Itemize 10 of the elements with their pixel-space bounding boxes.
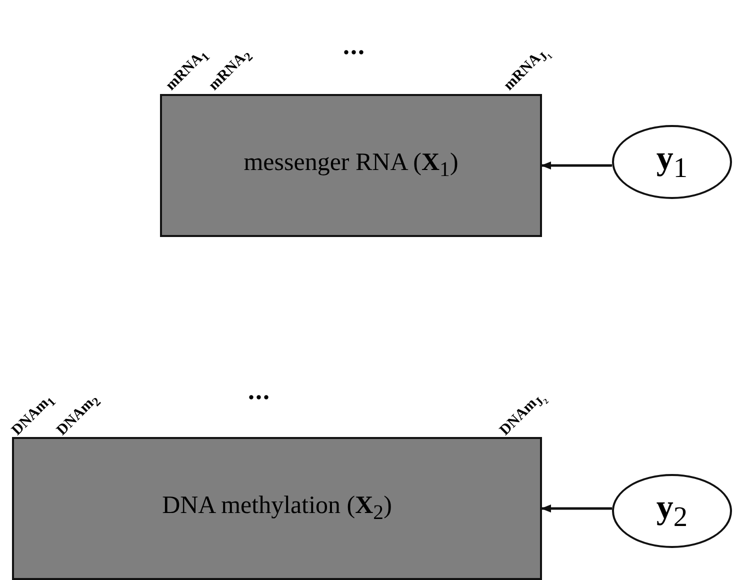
ellipsis-label: ...: [248, 378, 270, 404]
node-label: messenger RNA (X$_{1}$): [244, 149, 458, 182]
arrow: [541, 162, 612, 170]
arrow: [541, 504, 612, 512]
ellipsis-label: ...: [343, 33, 366, 59]
data-block: [160, 94, 542, 237]
node-label: y$_{1}$: [656, 140, 688, 184]
data-block: [12, 437, 542, 580]
node-label: y$_{2}$: [656, 488, 688, 534]
node-label: DNA methylation (X$_{2}$): [162, 492, 392, 525]
